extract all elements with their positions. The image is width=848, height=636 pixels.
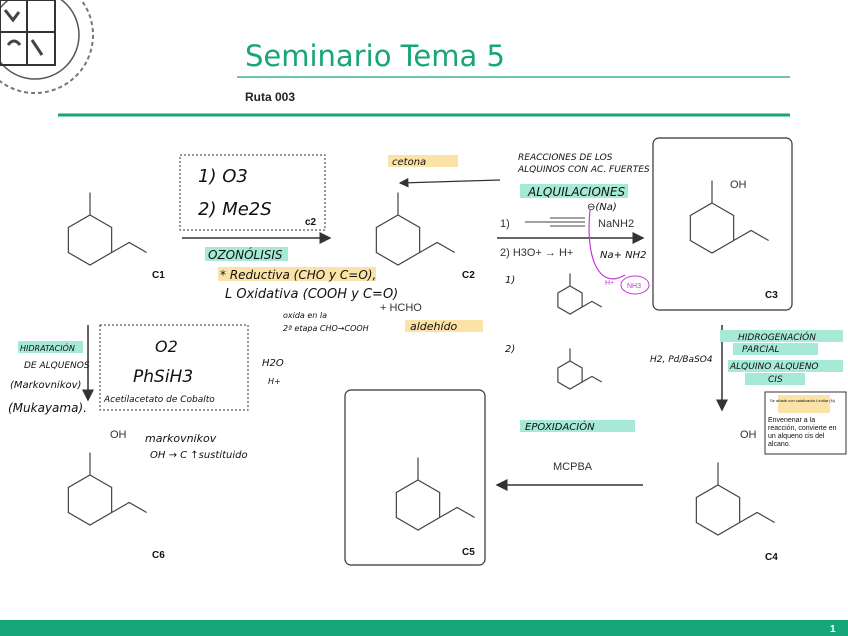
oh-label: OH (740, 429, 757, 441)
reagent-nanh2: NaNH2 (598, 218, 634, 230)
highlight (18, 341, 83, 353)
highlight (720, 330, 843, 342)
note: ALQUINOS CON AC. FUERTES (517, 165, 650, 175)
benzene-ring-c1 (67, 214, 113, 266)
benzene-ring-c5 (395, 479, 441, 531)
step5-reagent-box (99, 324, 249, 411)
reagent-o3: 1) O3 (198, 166, 248, 187)
compound-label-c3: C3 (765, 290, 778, 301)
page-title: Seminario Tema 5 (245, 39, 505, 73)
benzene-ring-int2 (557, 360, 583, 390)
reaction-name-alkylation: ALQUILACIONES (527, 185, 625, 199)
university-seal-logo (0, 0, 94, 94)
step-number: 1) (505, 275, 515, 286)
highlight (745, 373, 805, 385)
note: markovnikov (145, 432, 217, 445)
reaction-name: (Markovnikov) (10, 380, 81, 391)
highlight (728, 360, 843, 372)
page-subtitle: Ruta 003 (245, 90, 295, 104)
methoxy-bond (581, 375, 603, 383)
note-title: Se añade con catalizador Lindlar (N) (770, 398, 836, 403)
methoxy-bond (111, 501, 147, 514)
highlight (520, 184, 628, 198)
ozonolysis-reductive: * Reductiva (CHO y C=O), (220, 268, 376, 282)
reagent-me2s: 2) Me2S (198, 199, 272, 220)
highlight (405, 320, 483, 332)
reaction-name: HIDROGENACIÓN (738, 331, 816, 343)
reaction-name: CIS (768, 375, 783, 385)
reagent-phsih3: PhSiH3 (133, 367, 193, 387)
methoxy-bond (419, 241, 455, 254)
byproduct-hcho: + HCHO (380, 302, 422, 314)
c3-box (652, 137, 793, 311)
reaction-name: (Mukayama). (8, 401, 87, 415)
compound-label-c2: C2 (462, 270, 475, 281)
highlight (520, 420, 635, 432)
highlight (218, 267, 376, 281)
note-body: Envenenar a la reacción, convierte en un… (768, 417, 837, 448)
reaction-name: ALQUINO ALQUENO (729, 362, 819, 372)
highlight (733, 343, 818, 355)
reagent-o2: O2 (155, 337, 178, 356)
reagent-cobalt: Acetilacetato de Cobalto (103, 395, 215, 405)
benzene-ring-c3 (689, 202, 735, 254)
highlight (388, 155, 458, 167)
page-number: 1 (830, 624, 836, 635)
methoxy-bond (111, 241, 147, 254)
methoxy-bond (739, 511, 775, 524)
reagent-h2-pd: H2, Pd/BaSO4 (650, 355, 713, 365)
oh-label: OH (110, 429, 127, 441)
methoxy-bond (581, 300, 603, 308)
reaction-name-ozonolysis: OZONÓLISIS (208, 247, 283, 262)
byproduct-label: aldehído (410, 320, 458, 333)
benzene-ring-c6 (67, 474, 113, 526)
benzene-ring-c2 (375, 214, 421, 266)
ozonolysis-oxidative: L Oxidativa (COOH y C=O) (225, 287, 398, 302)
reagent-mcpba: MCPBA (553, 461, 593, 473)
note: OH → C ↑sustituido (150, 450, 248, 461)
c2-annotation: cetona (392, 157, 426, 168)
reagent-h3o: 2) H3O+ → H+ (500, 247, 573, 259)
compound-label-c1: C1 (152, 270, 165, 281)
footer-bar (0, 620, 848, 636)
highlight (205, 247, 288, 261)
purple-circle (620, 275, 650, 295)
note: REACCIONES DE LOS (518, 153, 613, 163)
reaction-name: DE ALQUENOS (24, 361, 90, 371)
reaction-name: PARCIAL (742, 345, 780, 355)
compound-label-c6: C6 (152, 550, 165, 561)
oh-label: OH (730, 179, 747, 191)
benzene-ring-c4 (695, 484, 741, 536)
methoxy-bond (733, 229, 769, 242)
note-body-container: Envenenar a la reacción, convierte en un… (768, 417, 837, 448)
benzene-ring-int1 (557, 285, 583, 315)
compound-label-c4: C4 (765, 552, 778, 563)
note: 2ª etapa CHO→COOH (283, 324, 369, 333)
reaction-name: HIDRATACIÓN (20, 342, 75, 353)
purple-annotation: NH3 (627, 283, 641, 290)
compound-label-c5: C5 (462, 547, 475, 558)
purple-annotation: H+ (605, 280, 614, 287)
anion-label: ⊖(Na) (587, 202, 617, 213)
reaction-name-epoxidation: EPOXIDACIÓN (525, 420, 595, 433)
arrow-annotation-c2 (398, 177, 501, 188)
methoxy-bond (439, 506, 475, 519)
c5-box (344, 389, 486, 566)
step1-reagent-box (179, 154, 326, 231)
step-number: 2) (505, 344, 515, 355)
step-number: 1) (500, 218, 510, 230)
ions-label: Na+ NH2 (600, 250, 647, 261)
purple-annotation-arrow (588, 209, 626, 280)
alt-reagent-h2o: H2O (262, 358, 284, 369)
alt-reagent-h: H+ (268, 377, 281, 386)
box-label-c2: c2 (305, 217, 317, 228)
note: oxida en la (283, 311, 327, 320)
